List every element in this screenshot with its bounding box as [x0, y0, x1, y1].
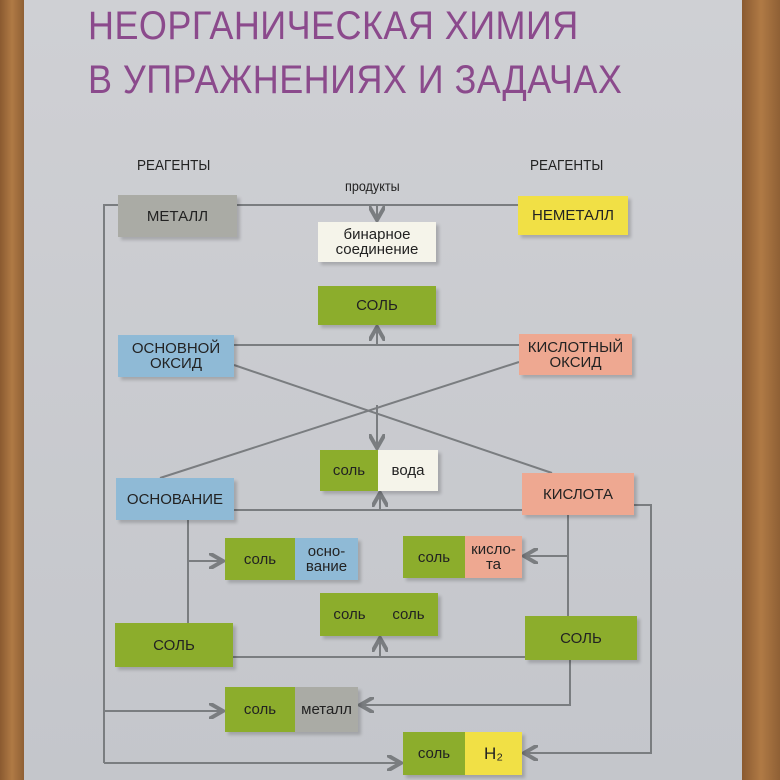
salt-box-left: СОЛЬ	[115, 623, 233, 667]
reagents-right-label: РЕАГЕНТЫ	[530, 157, 604, 174]
salt-base-box: соль осно-вание	[225, 538, 358, 580]
title-line2: В УПРАЖНЕНИЯХ И ЗАДАЧАХ	[88, 58, 623, 102]
salt-acid-box: соль кисло-та	[403, 536, 522, 578]
nonmetal-box: НЕМЕТАЛЛ	[518, 196, 628, 235]
salt-part: соль	[225, 687, 295, 732]
wood-table-left	[0, 0, 24, 780]
base-part: осно-вание	[295, 538, 358, 580]
base-box: ОСНОВАНИЕ	[116, 478, 234, 520]
title-line1: НЕОРГАНИЧЕСКАЯ ХИМИЯ	[88, 4, 579, 48]
wood-table-right	[742, 0, 780, 780]
binary-compound-box: бинарное соединение	[318, 222, 436, 262]
acid-box: КИСЛОТА	[522, 473, 634, 515]
salt-part: соль	[320, 450, 378, 491]
basic-oxide-box: ОСНОВНОЙ ОКСИД	[118, 335, 234, 377]
products-label: продукты	[345, 178, 400, 194]
salt-part: соль	[225, 538, 295, 580]
acid-oxide-box: КИСЛОТНЫЙ ОКСИД	[519, 334, 632, 375]
salt-hydrogen-box: соль H₂	[403, 732, 522, 775]
acid-part: кисло-та	[465, 536, 522, 578]
salt-part: соль	[320, 593, 379, 636]
salt-water-box: соль вода	[320, 450, 438, 491]
salt-box-top: СОЛЬ	[318, 286, 436, 325]
salt-box-right: СОЛЬ	[525, 616, 637, 660]
metal-part: металл	[295, 687, 358, 732]
hydrogen-part: H₂	[465, 732, 522, 775]
salt-part: соль	[403, 536, 465, 578]
salt-metal-box: соль металл	[225, 687, 358, 732]
salt-salt-box: соль соль	[320, 593, 438, 636]
salt-part: соль	[379, 593, 438, 636]
reagents-left-label: РЕАГЕНТЫ	[137, 157, 211, 174]
water-part: вода	[378, 450, 438, 491]
salt-part: соль	[403, 732, 465, 775]
metal-box: МЕТАЛЛ	[118, 195, 237, 237]
